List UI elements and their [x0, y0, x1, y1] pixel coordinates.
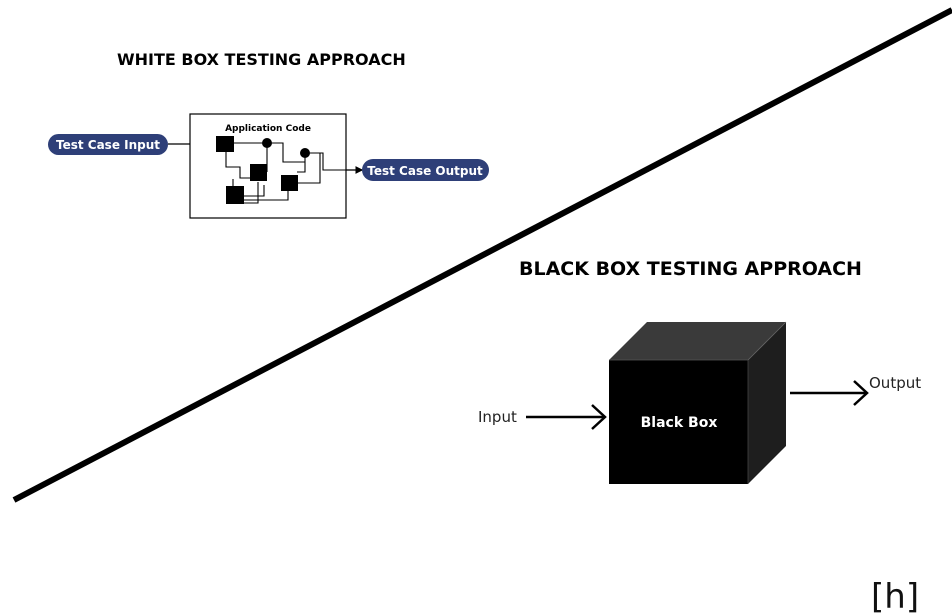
black-box-output-label: Output [869, 374, 921, 392]
test-case-input-pill: Test Case Input [48, 134, 168, 155]
black-box-input-arrow [526, 404, 607, 430]
black-box-output-arrow [790, 380, 869, 406]
black-box-input-label: Input [478, 408, 517, 426]
test-case-output-pill: Test Case Output [362, 159, 489, 181]
code-block [216, 136, 234, 152]
black-box-cube: Black Box [609, 321, 787, 484]
code-block [226, 186, 244, 204]
corner-label: [h] [871, 577, 919, 615]
black-box-label: Black Box [641, 415, 718, 431]
application-code-box: Application Code [189, 113, 347, 219]
junction-node [262, 138, 272, 148]
code-block [250, 164, 267, 181]
code-block [281, 175, 298, 191]
application-code-label: Application Code [225, 124, 311, 134]
junction-node [300, 148, 310, 158]
cube-front-face [609, 360, 748, 484]
test-case-output-label: Test Case Output [367, 164, 483, 178]
code-flow-wiring [225, 142, 346, 204]
cube-side-face [748, 322, 786, 484]
cube-top-face [609, 322, 786, 360]
black-box-title: BLACK BOX TESTING APPROACH [519, 258, 862, 280]
test-case-input-label: Test Case Input [56, 138, 160, 152]
diagonal-divider [12, 7, 952, 503]
white-box-title: WHITE BOX TESTING APPROACH [117, 50, 406, 69]
